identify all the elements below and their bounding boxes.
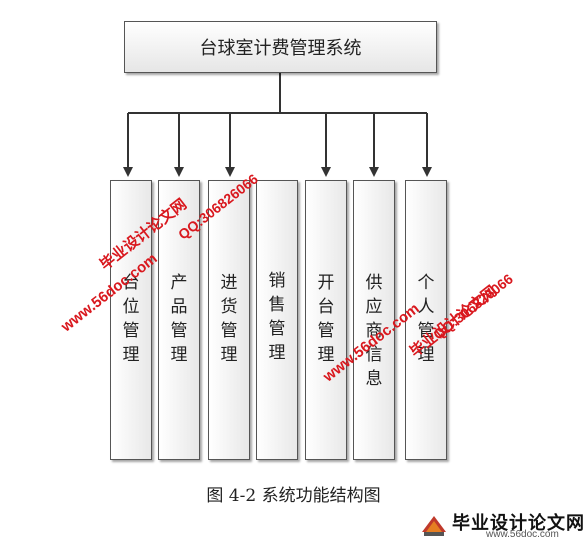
module-label: 台位管理 (122, 273, 140, 365)
module-label: 个人管理 (417, 273, 435, 365)
logo-url: www.56doc.com (486, 529, 559, 540)
logo-icon (422, 516, 446, 536)
module-box-purchasing: 进货管理 (208, 180, 250, 460)
module-box-sales: 销售管理 (256, 180, 298, 460)
root-node: 台球室计费管理系统 (124, 21, 437, 73)
logo-text: 毕业设计论文网 (452, 513, 585, 533)
module-label: 供应商信息 (365, 273, 383, 389)
module-box-open-table: 开台管理 (305, 180, 347, 460)
module-box-personal: 个人管理 (405, 180, 447, 460)
module-box-tables: 台位管理 (110, 180, 152, 460)
module-box-supplier: 供应商信息 (353, 180, 395, 460)
figure-caption: 图 4-2 系统功能结构图 (206, 486, 381, 506)
module-label: 产品管理 (170, 273, 188, 365)
module-label: 进货管理 (220, 273, 238, 365)
root-label: 台球室计费管理系统 (199, 38, 362, 59)
module-label: 开台管理 (317, 273, 335, 365)
module-box-products: 产品管理 (158, 180, 200, 460)
module-label: 销售管理 (268, 271, 286, 363)
